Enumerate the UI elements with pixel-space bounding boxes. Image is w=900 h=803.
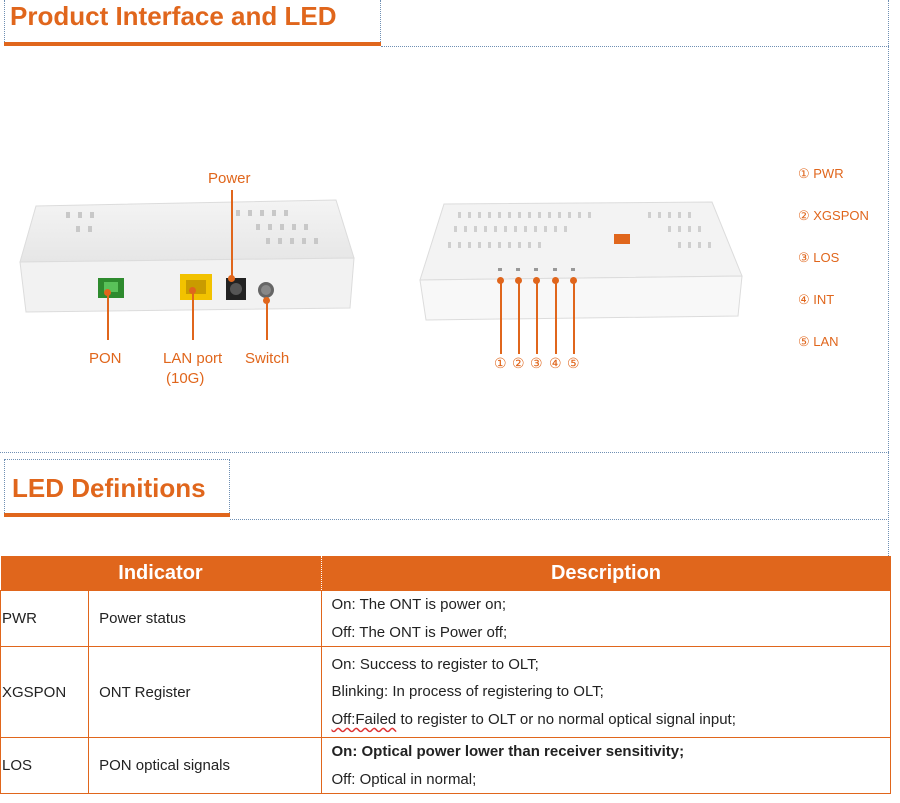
led-number: ③ — [530, 355, 543, 371]
indicator-description: On: Success to register to OLT; Blinking… — [320, 646, 891, 738]
description-line: Blinking: In process of registering to O… — [331, 683, 604, 701]
indicator-name: LOS — [0, 737, 90, 794]
table-row: XGSPON ONT Register On: Success to regis… — [0, 646, 891, 738]
led2-callout-line — [518, 280, 520, 354]
indicator-meaning: PON optical signals — [88, 737, 322, 794]
led2-callout-dot — [515, 277, 522, 284]
switch-label: Switch — [245, 350, 290, 367]
title-underline — [4, 42, 381, 46]
front-panel-image — [419, 201, 743, 321]
switch-callout-line — [266, 300, 268, 340]
table-header-row: Indicator Description — [0, 556, 891, 591]
legend-los: ③ LOS — [798, 250, 840, 265]
indicator-description: On: The ONT is power on; Off: The ONT is… — [320, 590, 891, 647]
legend-int: ④ INT — [798, 292, 835, 307]
indicator-header: Indicator — [0, 556, 321, 591]
guide-line — [888, 0, 889, 556]
led4-callout-dot — [552, 277, 559, 284]
power-callout-dot — [228, 275, 235, 282]
section-title: LED Definitions — [12, 473, 206, 503]
description-header: Description — [320, 556, 891, 591]
indicator-name: PWR — [0, 590, 90, 647]
title-underline — [4, 513, 230, 517]
description-line: Off:Failed to register to OLT or no norm… — [332, 706, 891, 734]
legend-pwr: ① PWR — [798, 166, 844, 181]
led4-callout-line — [555, 280, 557, 354]
description-line: On: Optical power lower than receiver se… — [331, 743, 685, 760]
pon-callout-dot — [104, 289, 111, 296]
indicator-description: On: Optical power lower than receiver se… — [320, 737, 891, 794]
page-title: Product Interface and LED — [10, 1, 337, 31]
led-number: ⑤ — [567, 355, 580, 371]
table-row: PWR Power status On: The ONT is power on… — [0, 590, 891, 647]
led-number: ② — [512, 355, 525, 371]
description-prefix: Off:Failed — [331, 710, 397, 728]
pon-label: PON — [89, 350, 122, 367]
led-definitions-table: Indicator Description PWR Power status O… — [0, 556, 891, 794]
led-number: ④ — [549, 355, 562, 371]
guide-line — [230, 519, 889, 520]
pon-callout-line — [107, 292, 109, 340]
description-line: On: Success to register to OLT; — [331, 655, 539, 673]
indicator-meaning: Power status — [88, 590, 322, 647]
indicator-meaning: ONT Register — [88, 646, 322, 738]
led1-callout-line — [500, 280, 502, 354]
guide-line — [0, 452, 889, 453]
led-number: ① — [494, 355, 507, 371]
led1-callout-dot — [497, 277, 504, 284]
indicator-name: XGSPON — [0, 646, 90, 738]
description-line: Off: The ONT is Power off; — [331, 623, 508, 641]
rear-panel-image — [19, 199, 355, 313]
lan-speed-label: (10G) — [166, 370, 205, 387]
led5-callout-line — [573, 280, 575, 354]
description-text: to register to OLT or no normal optical … — [400, 710, 736, 728]
led5-callout-dot — [570, 277, 577, 284]
led3-callout-line — [536, 280, 538, 354]
guide-line — [381, 46, 889, 47]
legend-lan: ⑤ LAN — [798, 334, 839, 349]
power-label: Power — [208, 170, 251, 187]
lan-callout-line — [192, 290, 194, 340]
description-line: Off: Optical in normal; — [331, 770, 477, 788]
legend-xgspon: ② XGSPON — [798, 208, 869, 223]
lan-port-label: LAN port — [163, 350, 223, 367]
power-callout-line — [231, 190, 233, 280]
lan-callout-dot — [189, 287, 196, 294]
description-line: On: The ONT is power on; — [331, 596, 507, 613]
switch-callout-dot — [263, 297, 270, 304]
table-row: LOS PON optical signals On: Optical powe… — [0, 737, 891, 794]
led3-callout-dot — [533, 277, 540, 284]
